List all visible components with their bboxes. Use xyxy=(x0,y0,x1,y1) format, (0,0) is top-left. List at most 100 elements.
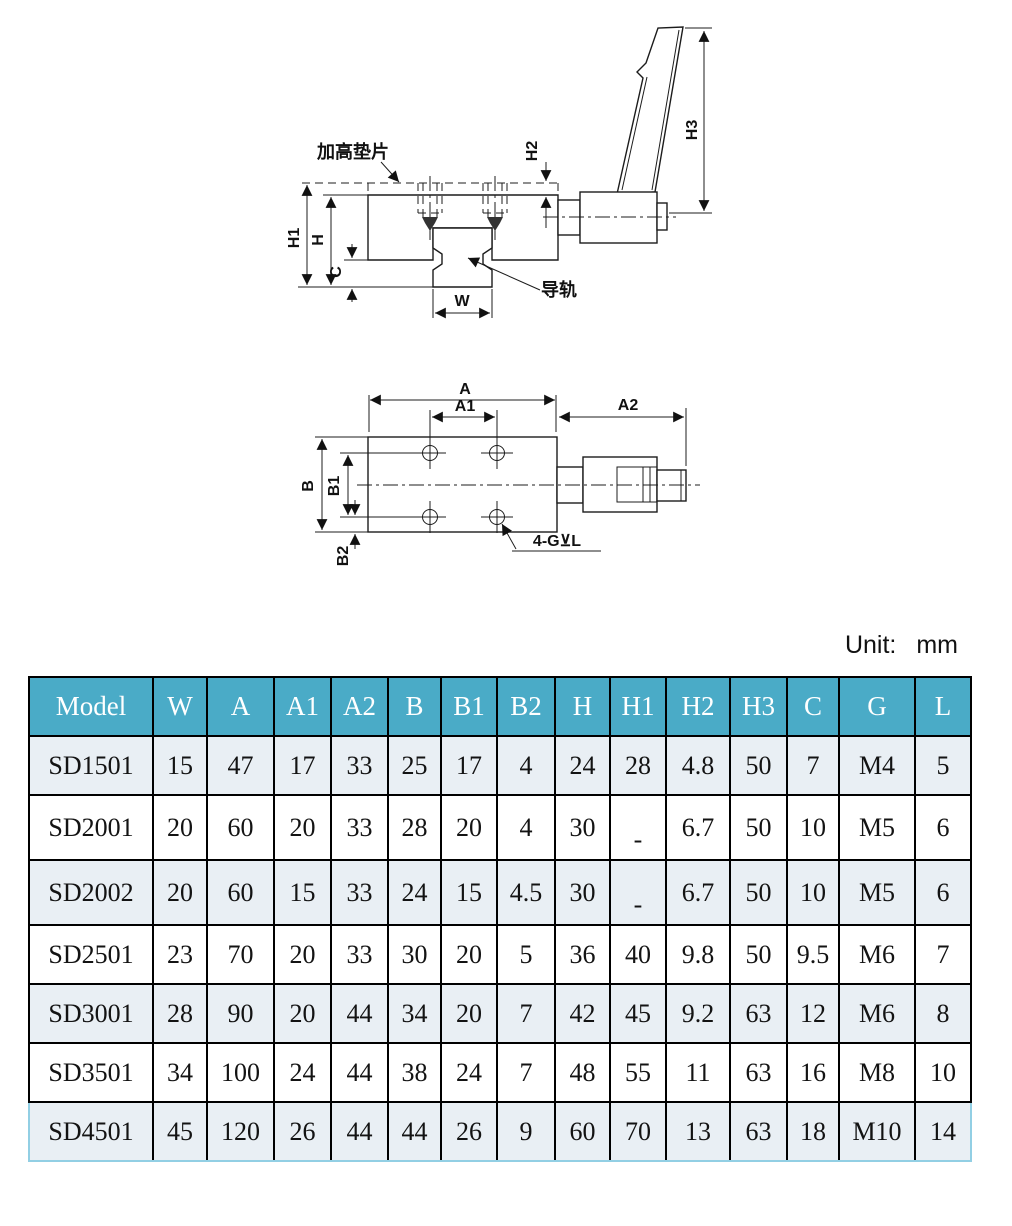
value-cell: 20 xyxy=(273,794,332,861)
column-header-a: A xyxy=(206,676,275,737)
guide-rail-section xyxy=(432,227,493,288)
value-cell: 4.8 xyxy=(665,735,731,796)
value-cell: 26 xyxy=(440,1101,498,1162)
value-cell: 20 xyxy=(152,859,208,926)
value-cell: 17 xyxy=(273,735,332,796)
top-view-drawing: A A1 A2 B B1 B2 4-G⊻L xyxy=(300,381,700,566)
column-header-h2: H2 xyxy=(665,676,731,737)
column-header-b1: B1 xyxy=(440,676,498,737)
value-cell: M5 xyxy=(838,859,916,926)
value-cell: 5 xyxy=(496,924,556,985)
column-header-a1: A1 xyxy=(273,676,332,737)
value-cell: 70 xyxy=(609,1101,667,1162)
value-cell: 4 xyxy=(496,794,556,861)
value-cell: M6 xyxy=(838,924,916,985)
value-cell: M6 xyxy=(838,983,916,1044)
column-header-l: L xyxy=(914,676,972,737)
value-cell: - xyxy=(609,794,667,861)
dim-label-a1: A1 xyxy=(455,398,476,415)
value-cell: 48 xyxy=(554,1042,611,1103)
value-cell: 47 xyxy=(206,735,275,796)
side-view-drawing: H1 H C W H2 H3 加高垫片 导轨 xyxy=(286,26,712,319)
model-cell: SD2001 xyxy=(28,794,154,861)
value-cell: 11 xyxy=(665,1042,731,1103)
value-cell: M10 xyxy=(838,1101,916,1162)
value-cell: 33 xyxy=(330,924,389,985)
dim-label-c: C xyxy=(328,266,345,278)
dim-label-h3: H3 xyxy=(684,120,701,141)
value-cell: 25 xyxy=(387,735,442,796)
value-cell: M8 xyxy=(838,1042,916,1103)
column-header-a2: A2 xyxy=(330,676,389,737)
value-cell: 16 xyxy=(786,1042,840,1103)
value-cell: 30 xyxy=(554,794,611,861)
value-cell: 36 xyxy=(554,924,611,985)
set-screw xyxy=(417,176,443,240)
value-cell: 6 xyxy=(914,794,972,861)
value-cell: M4 xyxy=(838,735,916,796)
value-cell: 30 xyxy=(554,859,611,926)
dim-label-b1: B1 xyxy=(326,476,343,497)
value-cell: 28 xyxy=(609,735,667,796)
value-cell: 38 xyxy=(387,1042,442,1103)
value-cell: 40 xyxy=(609,924,667,985)
value-cell: 33 xyxy=(330,794,389,861)
dim-label-b: B xyxy=(300,480,317,492)
column-header-w: W xyxy=(152,676,208,737)
value-cell: 7 xyxy=(914,924,972,985)
dim-label-h1: H1 xyxy=(286,228,303,249)
value-cell: 28 xyxy=(387,794,442,861)
value-cell: 9 xyxy=(496,1101,556,1162)
value-cell: 24 xyxy=(387,859,442,926)
value-cell: 7 xyxy=(496,983,556,1044)
tapped-hole-note: 4-G⊻L xyxy=(533,533,581,550)
value-cell: 45 xyxy=(152,1101,208,1162)
model-cell: SD3001 xyxy=(28,983,154,1044)
value-cell: 44 xyxy=(330,983,389,1044)
column-header-g: G xyxy=(838,676,916,737)
value-cell: 50 xyxy=(729,859,788,926)
value-cell: 24 xyxy=(554,735,611,796)
model-cell: SD3501 xyxy=(28,1042,154,1103)
value-cell: 24 xyxy=(440,1042,498,1103)
value-cell: 34 xyxy=(152,1042,208,1103)
value-cell: 4.5 xyxy=(496,859,556,926)
value-cell: 50 xyxy=(729,735,788,796)
value-cell: 34 xyxy=(387,983,442,1044)
value-cell: 50 xyxy=(729,794,788,861)
column-header-h1: H1 xyxy=(609,676,667,737)
dim-label-b2: B2 xyxy=(335,546,352,567)
value-cell: 44 xyxy=(330,1101,389,1162)
model-cell: SD2501 xyxy=(28,924,154,985)
value-cell: 15 xyxy=(273,859,332,926)
value-cell: 6.7 xyxy=(665,859,731,926)
value-cell: 14 xyxy=(914,1101,972,1162)
column-header-h: H xyxy=(554,676,611,737)
unit-label: Unit: xyxy=(844,631,897,659)
value-cell: - xyxy=(609,859,667,926)
dim-label-a2: A2 xyxy=(618,397,639,414)
value-cell: 9.2 xyxy=(665,983,731,1044)
value-cell: 20 xyxy=(273,924,332,985)
value-cell: 9.5 xyxy=(786,924,840,985)
value-cell: 70 xyxy=(206,924,275,985)
value-cell: 63 xyxy=(729,1101,788,1162)
value-cell: 63 xyxy=(729,983,788,1044)
clamp-lever xyxy=(616,26,684,195)
value-cell: 18 xyxy=(786,1101,840,1162)
value-cell: 7 xyxy=(496,1042,556,1103)
value-cell: 20 xyxy=(440,924,498,985)
value-cell: 60 xyxy=(554,1101,611,1162)
lever-hub xyxy=(579,191,658,244)
value-cell: 60 xyxy=(206,794,275,861)
unit-value: mm xyxy=(916,631,958,659)
column-header-b2: B2 xyxy=(496,676,556,737)
column-header-b: B xyxy=(387,676,442,737)
